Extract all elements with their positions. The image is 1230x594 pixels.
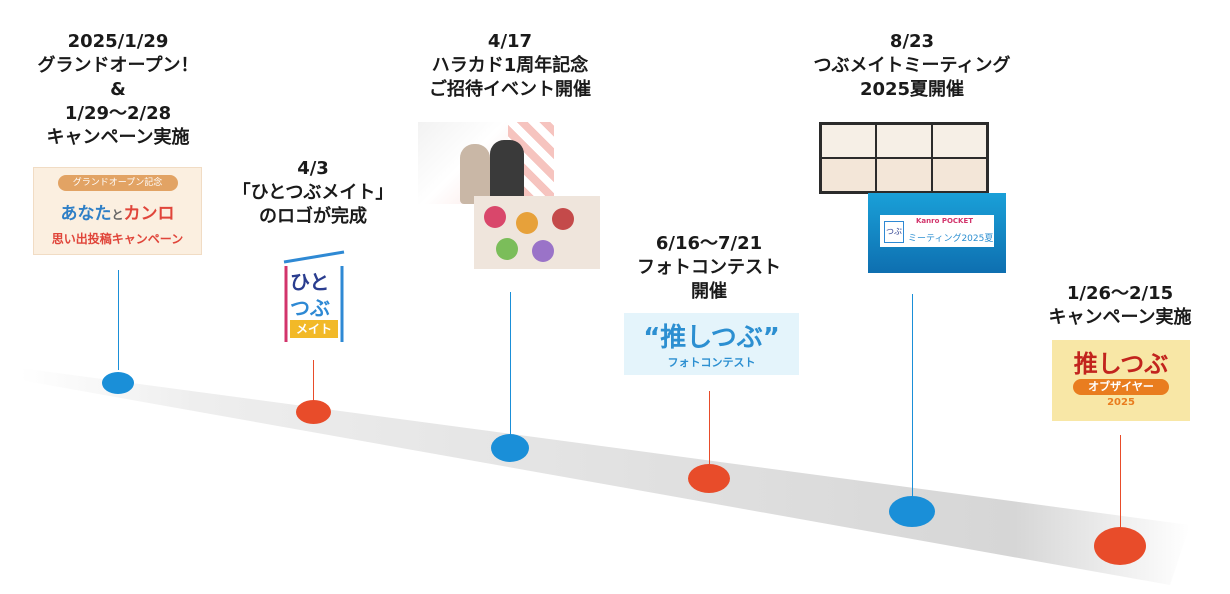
logo-line-3: メイト <box>290 320 338 338</box>
meeting-tile-2 <box>877 125 931 157</box>
banner-headline: あなたとカンロ <box>34 199 201 224</box>
banner-bottom: 思い出投稿キャンペーン <box>51 232 184 246</box>
event-2-line-1: 4/3 <box>297 158 329 179</box>
badge-icon-3 <box>552 208 574 230</box>
contest-title: “推しつぶ” <box>643 323 780 353</box>
person-right-silhouette <box>490 140 524 204</box>
observer-title: 推しつぶ <box>1073 350 1169 378</box>
event-label-6: 1/26〜2/15 キャンペーン実施 <box>1048 282 1191 330</box>
meeting-banner-panel: Kanro POCKET つぶ ミーティング2025夏 <box>880 215 994 247</box>
banner-word-kanro: カンロ <box>123 204 175 224</box>
event-label-2: 4/3 「ひとつぶメイト」 のロゴが完成 <box>233 157 394 229</box>
event-1-line-2: グランドオープン！ <box>37 55 199 76</box>
banner-word-to: と <box>111 208 124 222</box>
event-6-line-2: キャンペーン実施 <box>1048 307 1192 328</box>
event-4-marker <box>688 464 730 493</box>
event-6-marker <box>1094 527 1146 565</box>
event-4-line-1: 6/16〜7/21 <box>655 233 763 254</box>
banner-word-anata: あなた <box>60 204 112 224</box>
event-5-line-1: 8/23 <box>889 31 935 52</box>
event-label-3: 4/17 ハラカド1周年記念 ご招待イベント開催 <box>429 30 591 102</box>
badge-icon-5 <box>532 240 554 262</box>
person-left-silhouette <box>460 144 490 204</box>
meeting-tile-4 <box>822 159 876 191</box>
meeting-badge: つぶ <box>884 221 904 243</box>
event-3-stem <box>510 292 511 435</box>
event-5-line-2: つぶメイトミーティング <box>813 55 1011 76</box>
online-meeting-screenshot <box>819 122 989 194</box>
event-3-line-2: ハラカド1周年記念 <box>431 55 589 76</box>
event-label-5: 8/23 つぶメイトミーティング 2025夏開催 <box>814 30 1011 102</box>
meeting-brand: Kanro POCKET <box>916 217 974 225</box>
observer-sub: オブザイヤー <box>1073 379 1169 395</box>
event-1-stem <box>118 270 119 370</box>
contest-sub: フォトコンテスト <box>667 356 756 369</box>
event-2-marker <box>296 400 331 424</box>
meeting-tile-6 <box>932 159 986 191</box>
event-4-line-3: 開催 <box>691 281 727 302</box>
event-2-line-2: 「ひとつぶメイト」 <box>232 182 394 203</box>
badge-icon-1 <box>484 206 506 228</box>
candy-badges-photo <box>474 196 600 269</box>
event-5-marker <box>889 496 935 527</box>
logo-line-2: つぶ <box>290 296 330 320</box>
event-6-line-1: 1/26〜2/15 <box>1066 283 1174 304</box>
event-1-line-3: & <box>110 79 126 100</box>
event-1-marker <box>102 372 134 394</box>
meeting-tile-5 <box>877 159 931 191</box>
event-2-line-3: のロゴが完成 <box>259 206 367 227</box>
event-1-line-1: 2025/1/29 <box>67 31 169 52</box>
meeting-title: ミーティング2025夏 <box>908 234 994 244</box>
event-5-line-3: 2025夏開催 <box>859 79 965 100</box>
oshitsubu-of-the-year-banner: 推しつぶ オブザイヤー 2025 <box>1052 340 1190 421</box>
badge-icon-4 <box>496 238 518 260</box>
meeting-2025-banner: Kanro POCKET つぶ ミーティング2025夏 <box>868 193 1006 273</box>
event-1-line-5: キャンペーン実施 <box>46 127 190 148</box>
event-4-stem <box>709 391 710 465</box>
event-1-line-4: 1/29〜2/28 <box>64 103 172 124</box>
meeting-tile-1 <box>822 125 876 157</box>
event-3-line-1: 4/17 <box>487 31 533 52</box>
photo-contest-banner: “推しつぶ” フォトコンテスト <box>624 313 799 375</box>
observer-year: 2025 <box>1107 397 1135 408</box>
event-3-line-3: ご招待イベント開催 <box>429 79 591 100</box>
event-label-4: 6/16〜7/21 フォトコンテスト 開催 <box>637 232 781 304</box>
campaign-banner-image: グランドオープン記念 あなたとカンロ 思い出投稿キャンペーン <box>33 167 202 255</box>
event-5-stem <box>912 294 913 497</box>
hitotsubu-mate-logo: ひと つぶ メイト <box>282 248 346 344</box>
banner-top-pill: グランドオープン記念 <box>57 175 178 191</box>
event-6-stem <box>1120 435 1121 528</box>
anniversary-event-photo <box>418 122 554 204</box>
badge-icon-2 <box>516 212 538 234</box>
logo-line-1: ひと <box>290 270 330 294</box>
event-4-line-2: フォトコンテスト <box>637 257 781 278</box>
meeting-tile-3 <box>932 125 986 157</box>
event-2-stem <box>313 360 314 402</box>
logo-frame-icon <box>283 250 345 342</box>
event-3-marker <box>491 434 529 462</box>
event-label-1: 2025/1/29 グランドオープン！ & 1/29〜2/28 キャンペーン実施 <box>38 30 199 150</box>
